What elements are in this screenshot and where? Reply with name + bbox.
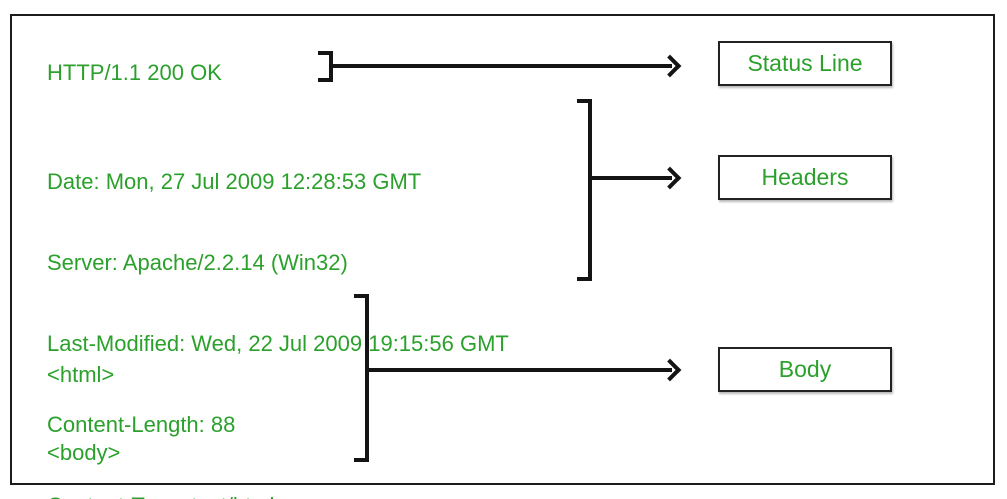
header-line-date: Date: Mon, 27 Jul 2009 12:28:53 GMT (47, 169, 422, 194)
body-line-body-open: <body> (47, 440, 121, 465)
status-line-label: Status Line (747, 50, 863, 76)
status-line-label-box: Status Line (718, 41, 892, 86)
body-bracket (354, 294, 369, 462)
body-label: Body (778, 356, 832, 382)
body-text-block: <html> <body> <h1>Hello, World!</h1> </b… (47, 310, 279, 499)
headers-bracket (577, 99, 592, 281)
outer-frame (10, 14, 995, 485)
body-line-html-open: <html> (47, 362, 115, 387)
headers-arrow (589, 176, 672, 180)
header-line-content-type: Content-Type: text/html (47, 492, 509, 499)
header-line-server: Server: Apache/2.2.14 (Win32) (47, 250, 348, 275)
headers-label: Headers (761, 164, 849, 190)
headers-text-block: Date: Mon, 27 Jul 2009 12:28:53 GMT Serv… (47, 114, 509, 499)
body-label-box: Body (718, 347, 892, 392)
headers-label-box: Headers (718, 155, 892, 200)
header-line-last-modified: Last-Modified: Wed, 22 Jul 2009 19:15:56… (47, 331, 509, 356)
status-line-text: HTTP/1.1 200 OK (47, 60, 222, 85)
body-arrow (367, 368, 672, 372)
header-line-content-length: Content-Length: 88 (47, 412, 236, 437)
status-line-arrow (331, 64, 672, 68)
